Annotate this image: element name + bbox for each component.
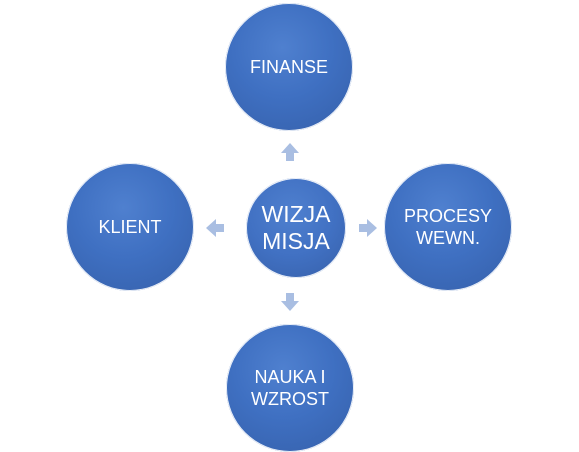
- node-wizja-misja-label: WIZJA MISJA: [261, 200, 331, 254]
- node-procesy-wewn-label: PROCESY WEWN.: [403, 205, 493, 249]
- arrow-left-icon: [203, 216, 227, 240]
- node-nauka-i-wzrost-label: NAUKA I WZROST: [251, 366, 329, 410]
- node-klient-label: KLIENT: [98, 216, 162, 237]
- node-klient: KLIENT: [66, 163, 194, 291]
- node-nauka-i-wzrost: NAUKA I WZROST: [226, 324, 354, 452]
- node-finanse-label: FINANSE: [249, 56, 328, 77]
- node-wizja-misja: WIZJA MISJA: [246, 178, 346, 278]
- arrow-right-icon: [356, 216, 380, 240]
- node-procesy-wewn: PROCESY WEWN.: [384, 163, 512, 291]
- arrow-down-icon: [278, 290, 302, 314]
- node-finanse: FINANSE: [225, 3, 353, 131]
- arrow-up-icon: [278, 140, 302, 164]
